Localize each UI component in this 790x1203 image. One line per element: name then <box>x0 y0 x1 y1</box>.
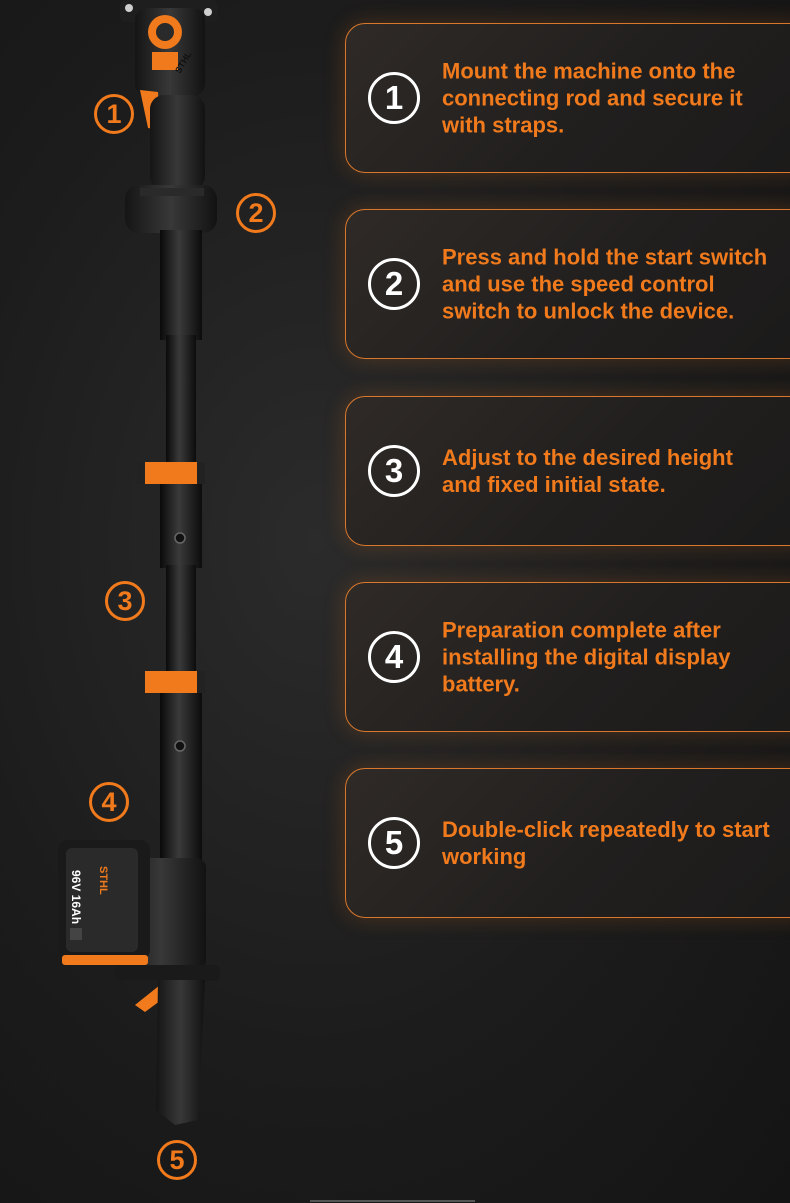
pole-segment-lower <box>166 565 196 675</box>
pole-segment-bottom <box>160 690 202 860</box>
pole-saw-illustration: STHL <box>58 0 220 1125</box>
clamp-upper <box>137 462 205 484</box>
rear-handle <box>115 965 220 1125</box>
marker-1: 1 <box>94 94 134 134</box>
step-card-4: 4 Preparation complete after installing … <box>345 582 790 732</box>
step-number-5: 5 <box>368 817 420 869</box>
pole-segment-upper <box>166 335 196 465</box>
marker-2: 2 <box>236 193 276 233</box>
step-number-2: 2 <box>368 258 420 310</box>
marker-3: 3 <box>105 581 145 621</box>
step-text-1: Mount the machine onto the connecting ro… <box>442 58 743 138</box>
step-number-3: 3 <box>368 445 420 497</box>
pole-segment-middle <box>160 478 202 568</box>
step-number-4: 4 <box>368 631 420 683</box>
step-card-3: 3 Adjust to the desired height and fixed… <box>345 396 790 546</box>
step-text-4: Preparation complete after installing th… <box>442 617 731 697</box>
battery-label: 96V 16Ah <box>69 870 83 924</box>
coupler <box>125 185 217 233</box>
step-text-2: Press and hold the start switch and use … <box>442 244 768 324</box>
step-card-1: 1 Mount the machine onto the connecting … <box>345 23 790 173</box>
step-card-5: 5 Double-click repeatedly to start worki… <box>345 768 790 918</box>
saw-head: STHL <box>120 0 218 190</box>
battery-pack: 96V 16Ah STHL <box>58 840 206 970</box>
marker-4: 4 <box>89 782 129 822</box>
battery-brand-label: STHL <box>97 866 109 895</box>
step-number-1: 1 <box>368 72 420 124</box>
clamp-lower <box>137 671 205 693</box>
step-text-5: Double-click repeatedly to start working <box>442 817 770 869</box>
marker-5: 5 <box>157 1140 197 1180</box>
step-text-3: Adjust to the desired height and fixed i… <box>442 445 733 497</box>
bottom-divider <box>310 1200 475 1202</box>
pole-segment-top <box>160 230 202 340</box>
step-card-2: 2 Press and hold the start switch and us… <box>345 209 790 359</box>
